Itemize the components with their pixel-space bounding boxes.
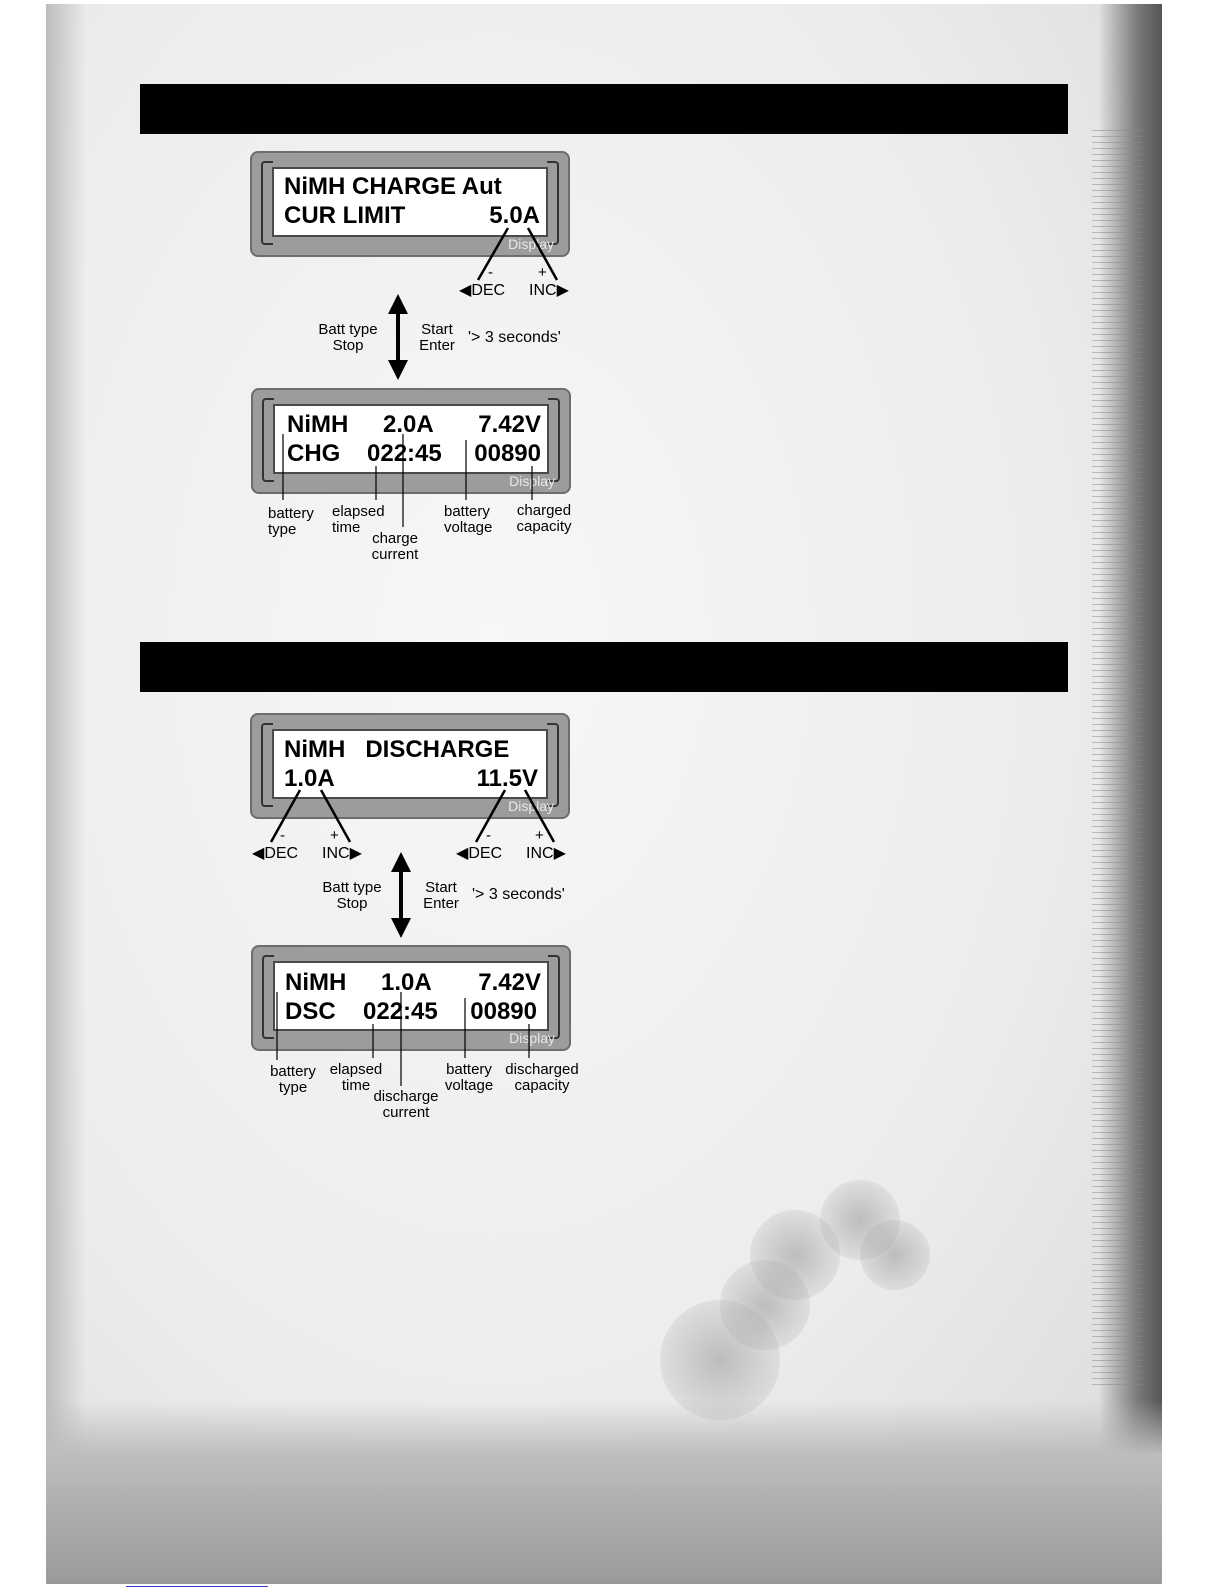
- battery-type-value: NiMH: [287, 411, 349, 438]
- display-label: Display: [509, 1030, 555, 1046]
- lcd-line-2-right: 11.5V: [476, 765, 538, 792]
- dec-button[interactable]: ◀DEC: [459, 283, 505, 299]
- display-bracket: [547, 723, 559, 807]
- lcd-screen: NiMH 2.0A 7.42V CHG 022:45 00890: [273, 404, 549, 474]
- arrow-right-icon: ▶: [556, 282, 569, 299]
- display-bracket: [547, 161, 559, 245]
- inc-button[interactable]: INC▶: [529, 283, 569, 299]
- callout-battery-type: battery type: [270, 1063, 316, 1096]
- charge-run-display: NiMH 2.0A 7.42V CHG 022:45 00890 Display: [251, 388, 571, 494]
- callout-charge-current: charge current: [371, 530, 419, 563]
- section-header-bar-charge: [140, 84, 1068, 134]
- lcd-line-2-left: 1.0A: [284, 765, 335, 792]
- hold-duration: '> 3 seconds': [468, 329, 561, 346]
- mode-value: CHG: [287, 440, 341, 467]
- paper-edge-left: [46, 4, 86, 1584]
- arrow-left-icon: ◀: [459, 282, 472, 299]
- inc-label: INC: [526, 845, 554, 862]
- callout-charged-capacity: charged capacity: [516, 502, 572, 535]
- display-bracket: [548, 955, 560, 1039]
- dec-button-voltage[interactable]: ◀DEC: [456, 846, 502, 862]
- lcd-line-2-right: 5.0A: [489, 202, 540, 229]
- capacity-value: 00890: [474, 440, 541, 467]
- ink-stain: [860, 1220, 930, 1290]
- dec-label: DEC: [264, 845, 299, 862]
- start-label: Start Enter: [419, 321, 455, 354]
- discharge-run-display: NiMH 1.0A 7.42V DSC 022:45 00890 Display: [251, 945, 571, 1051]
- section-header-bar-discharge: [140, 642, 1068, 692]
- display-bracket: [261, 723, 273, 807]
- current-value: 1.0A: [381, 969, 432, 996]
- arrow-left-icon: ◀: [252, 845, 265, 862]
- dec-label: DEC: [471, 282, 506, 299]
- voltage-value: 7.42V: [478, 969, 541, 996]
- dec-sign: -: [280, 827, 285, 844]
- dec-sign: -: [488, 264, 493, 281]
- lcd-screen: NiMH DISCHARGE 1.0A 11.5V: [272, 729, 548, 799]
- battery-type-value: NiMH: [285, 969, 347, 996]
- callout-elapsed-time: elapsed time: [329, 1061, 383, 1094]
- callout-battery-type: battery type: [268, 505, 314, 538]
- display-bracket: [262, 398, 274, 482]
- dec-button-current[interactable]: ◀DEC: [252, 846, 298, 862]
- hold-duration: '> 3 seconds': [472, 886, 565, 903]
- current-value: 2.0A: [383, 411, 434, 438]
- stop-label: Batt type Stop: [322, 879, 382, 912]
- dec-label: DEC: [468, 845, 503, 862]
- ruler-strip: [1092, 130, 1142, 1390]
- start-label: Start Enter: [423, 879, 459, 912]
- lcd-screen: NiMH 1.0A 7.42V DSC 022:45 00890: [273, 961, 549, 1031]
- dec-sign: -: [486, 827, 491, 844]
- lcd-line-2-left: CUR LIMIT: [284, 202, 406, 229]
- discharge-setup-display: NiMH DISCHARGE 1.0A 11.5V Display: [250, 713, 570, 819]
- lcd-line-1: NiMH CHARGE Aut: [284, 173, 502, 200]
- capacity-value: 00890: [470, 998, 537, 1025]
- inc-button-current[interactable]: INC▶: [322, 846, 362, 862]
- lcd-screen: NiMH CHARGE Aut CUR LIMIT 5.0A: [272, 167, 548, 237]
- stop-label: Batt type Stop: [318, 321, 378, 354]
- inc-sign: +: [538, 264, 547, 281]
- elapsed-time-value: 022:45: [363, 998, 438, 1025]
- arrow-right-icon: ▶: [553, 845, 566, 862]
- callout-discharge-current: discharge current: [373, 1088, 439, 1121]
- inc-sign: +: [330, 827, 339, 844]
- callout-discharged-capacity: discharged capacity: [505, 1061, 579, 1094]
- display-bracket: [548, 398, 560, 482]
- mode-value: DSC: [285, 998, 336, 1025]
- elapsed-time-value: 022:45: [367, 440, 442, 467]
- ink-stain: [660, 1300, 780, 1420]
- inc-button-voltage[interactable]: INC▶: [526, 846, 566, 862]
- arrow-right-icon: ▶: [349, 845, 362, 862]
- inc-sign: +: [535, 827, 544, 844]
- paper-edge-bottom: [46, 1400, 1162, 1584]
- arrow-left-icon: ◀: [456, 845, 469, 862]
- display-label: Display: [508, 798, 554, 814]
- inc-label: INC: [529, 282, 557, 299]
- callout-elapsed-time: elapsed time: [332, 503, 385, 536]
- inc-label: INC: [322, 845, 350, 862]
- lcd-line-1: NiMH DISCHARGE: [284, 736, 510, 763]
- voltage-value: 7.42V: [478, 411, 541, 438]
- display-bracket: [261, 161, 273, 245]
- page-background: [46, 4, 1162, 1584]
- callout-battery-voltage: battery voltage: [444, 1061, 494, 1094]
- callout-battery-voltage: battery voltage: [444, 503, 493, 536]
- display-label: Display: [508, 236, 554, 252]
- charge-setup-display: NiMH CHARGE Aut CUR LIMIT 5.0A Display: [250, 151, 570, 257]
- display-bracket: [262, 955, 274, 1039]
